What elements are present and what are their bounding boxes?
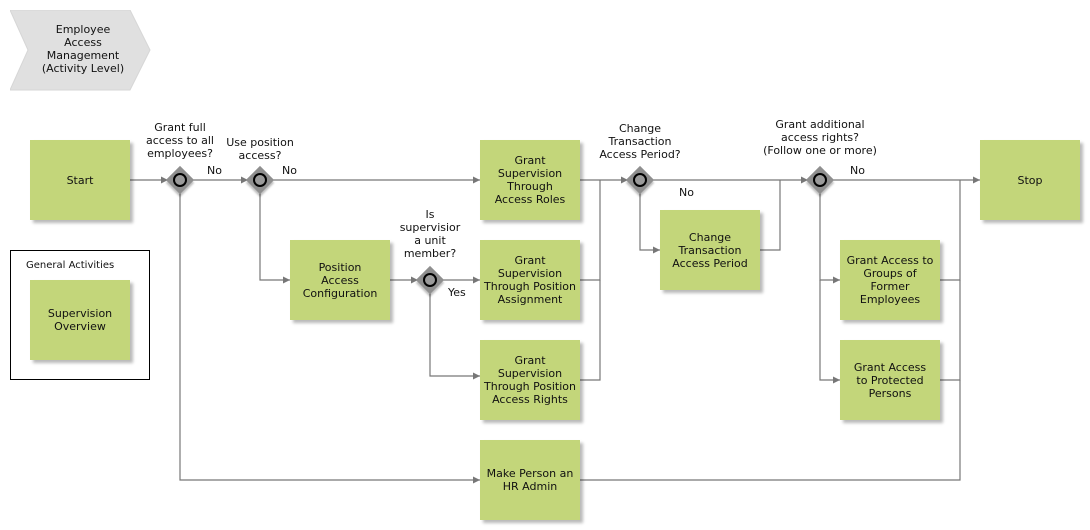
- no-period-branch-label: No: [679, 186, 694, 199]
- connector: [940, 280, 961, 381]
- full-access-question: Grant full access to all employees?: [146, 121, 214, 160]
- connector: [429, 292, 480, 380]
- supervision-overview-activity[interactable]: Supervision Overview: [30, 280, 130, 360]
- header-title: Employee Access Management (Activity Lev…: [41, 23, 125, 75]
- yes-supervisor-branch-label: Yes: [448, 286, 466, 299]
- grant-supervision-position-access-rights-activity[interactable]: Grant Supervision Through Position Acces…: [480, 340, 580, 420]
- connector: [819, 280, 840, 384]
- connector: [179, 192, 480, 484]
- supervisor-unit-question: Is supervisior a unit member?: [399, 208, 461, 260]
- connector: [639, 192, 660, 254]
- use-position-question: Use position access?: [226, 136, 294, 162]
- connector: [259, 192, 290, 284]
- additional-rights-question: Grant additional access rights? (Follow …: [763, 118, 877, 157]
- connector: [580, 180, 601, 281]
- grant-access-protected-persons-activity[interactable]: Grant Access to Protected Persons: [840, 340, 940, 420]
- connector: [580, 380, 961, 481]
- connector: [940, 180, 961, 281]
- stop-activity[interactable]: Stop: [980, 140, 1080, 220]
- position-access-configuration-activity[interactable]: Position Access Configuration: [290, 240, 390, 320]
- no-position-branch-label: No: [282, 164, 297, 177]
- connector: [819, 192, 840, 284]
- make-person-hr-admin-activity[interactable]: Make Person an HR Admin: [480, 440, 580, 520]
- grant-supervision-access-roles-activity[interactable]: Grant Supervision Through Access Roles: [480, 140, 580, 220]
- no-additional-branch-label: No: [850, 164, 865, 177]
- start-activity[interactable]: Start: [30, 140, 130, 220]
- connector: [580, 280, 601, 381]
- header-chevron-shape: [10, 10, 151, 91]
- change-period-question: Change Transaction Access Period?: [599, 122, 681, 161]
- connector: [760, 180, 781, 251]
- grant-supervision-position-assignment-activity[interactable]: Grant Supervision Through Position Assig…: [480, 240, 580, 320]
- change-transaction-access-period-activity[interactable]: Change Transaction Access Period: [660, 210, 760, 290]
- no-full-branch-label: No: [207, 164, 222, 177]
- general-activities-legend: General Activities: [10, 250, 150, 380]
- grant-access-former-employees-activity[interactable]: Grant Access to Groups of Former Employe…: [840, 240, 940, 320]
- legend-title: General Activities: [26, 260, 115, 271]
